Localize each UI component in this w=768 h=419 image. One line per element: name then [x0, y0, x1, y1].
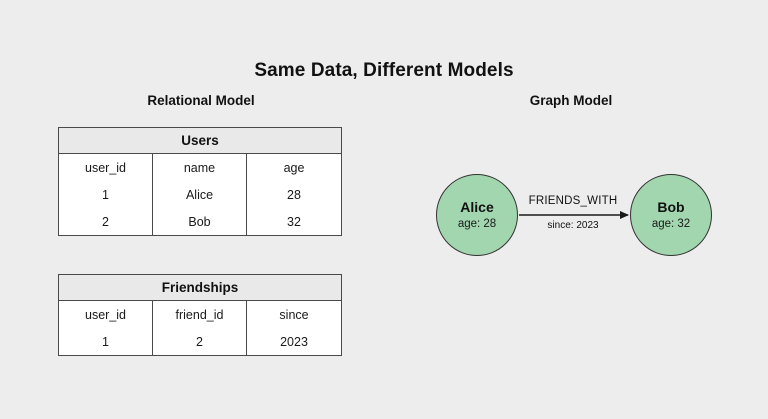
cell-user-id: 1: [58, 181, 153, 208]
table-name-users: Users: [58, 127, 342, 154]
table-name-friendships: Friendships: [58, 274, 342, 301]
column-header-name: name: [152, 153, 247, 181]
cell-friend-id: 2: [152, 328, 247, 356]
column-header-age: age: [246, 153, 342, 181]
cell-since: 2023: [246, 328, 342, 356]
table-users: Users user_id name age 1 Alice 28 2 Bob …: [58, 127, 342, 236]
table-friendships: Friendships user_id friend_id since 1 2 …: [58, 274, 343, 356]
column-header-user-id: user_id: [58, 153, 153, 181]
page-title: Same Data, Different Models: [254, 60, 514, 81]
section-heading-relational: Relational Model: [147, 93, 255, 108]
node-label: Bob: [657, 198, 685, 215]
edge-type-label: FRIENDS_WITH: [528, 195, 618, 207]
column-header-user-id: user_id: [58, 300, 153, 328]
table-title-row: Users: [58, 127, 342, 154]
table-row: 1 2 2023: [58, 328, 342, 356]
cell-name: Bob: [152, 208, 247, 236]
table-row: 2 Bob 32: [58, 208, 342, 236]
cell-name: Alice: [152, 181, 247, 208]
table-header-row: user_id name age: [58, 153, 342, 181]
node-property: age: 28: [457, 217, 497, 230]
table-title-row: Friendships: [58, 274, 342, 301]
cell-age: 32: [246, 208, 342, 236]
column-header-since: since: [246, 300, 342, 328]
table-header-row: user_id friend_id since: [58, 300, 342, 328]
table-row: 1 Alice 28: [58, 181, 342, 208]
cell-age: 28: [246, 181, 342, 208]
cell-user-id: 2: [58, 208, 153, 236]
graph-node-alice: Alice age: 28: [436, 174, 518, 256]
graph-edge: [519, 211, 629, 219]
node-property: age: 32: [651, 217, 691, 230]
edge-property-label: since: 2023: [547, 220, 599, 231]
graph-diagram: FRIENDS_WITH since: 2023 Alice age: 28 B…: [420, 150, 740, 290]
graph-node-bob: Bob age: 32: [630, 174, 712, 256]
node-label: Alice: [460, 198, 494, 215]
section-heading-graph: Graph Model: [529, 93, 613, 108]
column-header-friend-id: friend_id: [152, 300, 247, 328]
cell-user-id: 1: [58, 328, 153, 356]
